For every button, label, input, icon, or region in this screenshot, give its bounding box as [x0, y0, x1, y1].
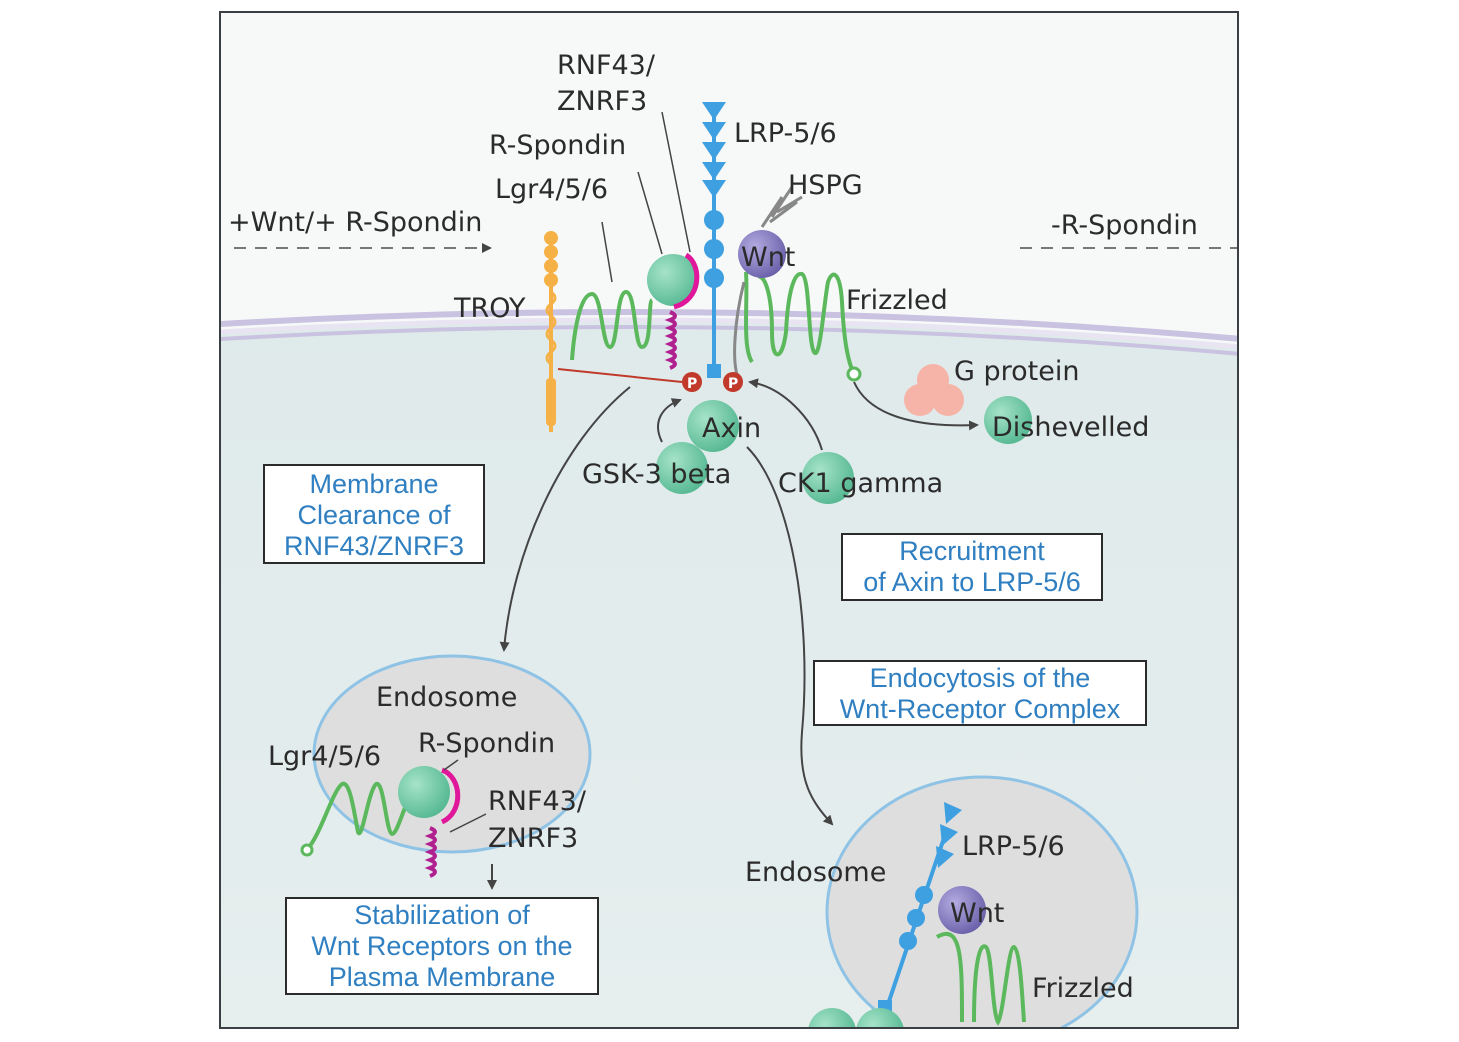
label-minus-rspondin-condition: -R-Spondin [1051, 210, 1198, 241]
label-endosome-right: Endosome [745, 857, 886, 888]
label-rnf43-left-2: ZNRF3 [488, 823, 578, 854]
label-rspondin-top: R-Spondin [489, 130, 626, 161]
box-endocytosis-line-2: Wnt-Receptor Complex [840, 694, 1121, 724]
dishevelled [984, 396, 1032, 444]
label-dishevelled: Dishevelled [992, 412, 1149, 443]
lgr-receptor-left [305, 781, 416, 852]
label-wnt-top: Wnt [741, 242, 795, 273]
label-gsk3: GSK-3 beta [582, 459, 731, 490]
rspondin-left [398, 766, 450, 818]
lgr-receptor-top [570, 289, 654, 361]
ck1-gamma [802, 452, 854, 504]
label-phospho-2: P [728, 376, 738, 392]
box-recruitment-line-1: Recruitment [899, 536, 1045, 566]
label-lgr-top: Lgr4/5/6 [495, 174, 608, 205]
label-lgr-left: Lgr4/5/6 [268, 741, 381, 772]
frizzled-top [744, 271, 856, 375]
label-troy: TROY [453, 293, 526, 324]
label-endosome-left: Endosome [376, 682, 517, 713]
label-hspg: HSPG [788, 170, 863, 201]
box-stabilization-line-2: Wnt Receptors on the [311, 931, 572, 961]
phospho-sites [682, 372, 743, 392]
box-membrane-clearance: Membrane Clearance of RNF43/ZNRF3 [263, 464, 485, 564]
frizzled-right [935, 931, 1026, 1026]
label-wnt-right: Wnt [950, 898, 1004, 929]
rspondin-top [647, 254, 699, 306]
wnt-right [938, 886, 986, 934]
lrp-receptor-right [878, 802, 962, 1023]
box-membrane-clearance-line-1: Membrane [309, 469, 438, 499]
wnt-pathway-diagram: RNF43/ ZNRF3 R-Spondin Lgr4/5/6 LRP-5/6 … [221, 50, 1237, 1027]
lrp-receptor-top [702, 102, 726, 378]
label-rnf43-top-1: RNF43/ [557, 50, 656, 81]
wnt-top [738, 230, 786, 278]
plasma-membrane [221, 309, 1237, 342]
label-wnt-rspondin-condition: +Wnt/+ R-Spondin [228, 207, 482, 238]
rnf43-top [673, 252, 700, 310]
label-lrp-right: LRP-5/6 [962, 831, 1065, 862]
label-rnf43-top-2: ZNRF3 [557, 86, 647, 117]
label-axin: Axin [702, 413, 761, 444]
troy-receptor [544, 231, 558, 432]
box-recruitment: Recruitment of Axin to LRP-5/6 [841, 533, 1103, 601]
label-rspondin-left: R-Spondin [418, 728, 555, 759]
diagram-frame: RNF43/ ZNRF3 R-Spondin Lgr4/5/6 LRP-5/6 … [219, 11, 1239, 1029]
gsk3-beta [656, 442, 708, 494]
label-ck1: CK1 gamma [778, 468, 943, 499]
label-frizzled-right: Frizzled [1032, 973, 1134, 1004]
label-lrp-top: LRP-5/6 [734, 118, 837, 149]
label-rnf43-left-1: RNF43/ [488, 786, 587, 817]
box-endocytosis: Endocytosis of the Wnt-Receptor Complex [813, 660, 1147, 726]
box-endocytosis-line-1: Endocytosis of the [870, 663, 1091, 693]
label-phospho-1: P [687, 376, 697, 392]
box-stabilization-line-1: Stabilization of [354, 900, 530, 930]
box-membrane-clearance-line-2: Clearance of [297, 500, 451, 530]
label-g-protein: G protein [954, 356, 1079, 387]
box-membrane-clearance-line-3: RNF43/ZNRF3 [284, 531, 464, 561]
hspg [760, 186, 803, 228]
box-recruitment-line-2: of Axin to LRP-5/6 [863, 567, 1081, 597]
g-protein [904, 364, 964, 416]
box-stabilization-line-3: Plasma Membrane [329, 962, 556, 992]
axin [687, 400, 739, 452]
label-frizzled-top: Frizzled [846, 285, 948, 316]
box-stabilization: Stabilization of Wnt Receptors on the Pl… [285, 897, 599, 995]
